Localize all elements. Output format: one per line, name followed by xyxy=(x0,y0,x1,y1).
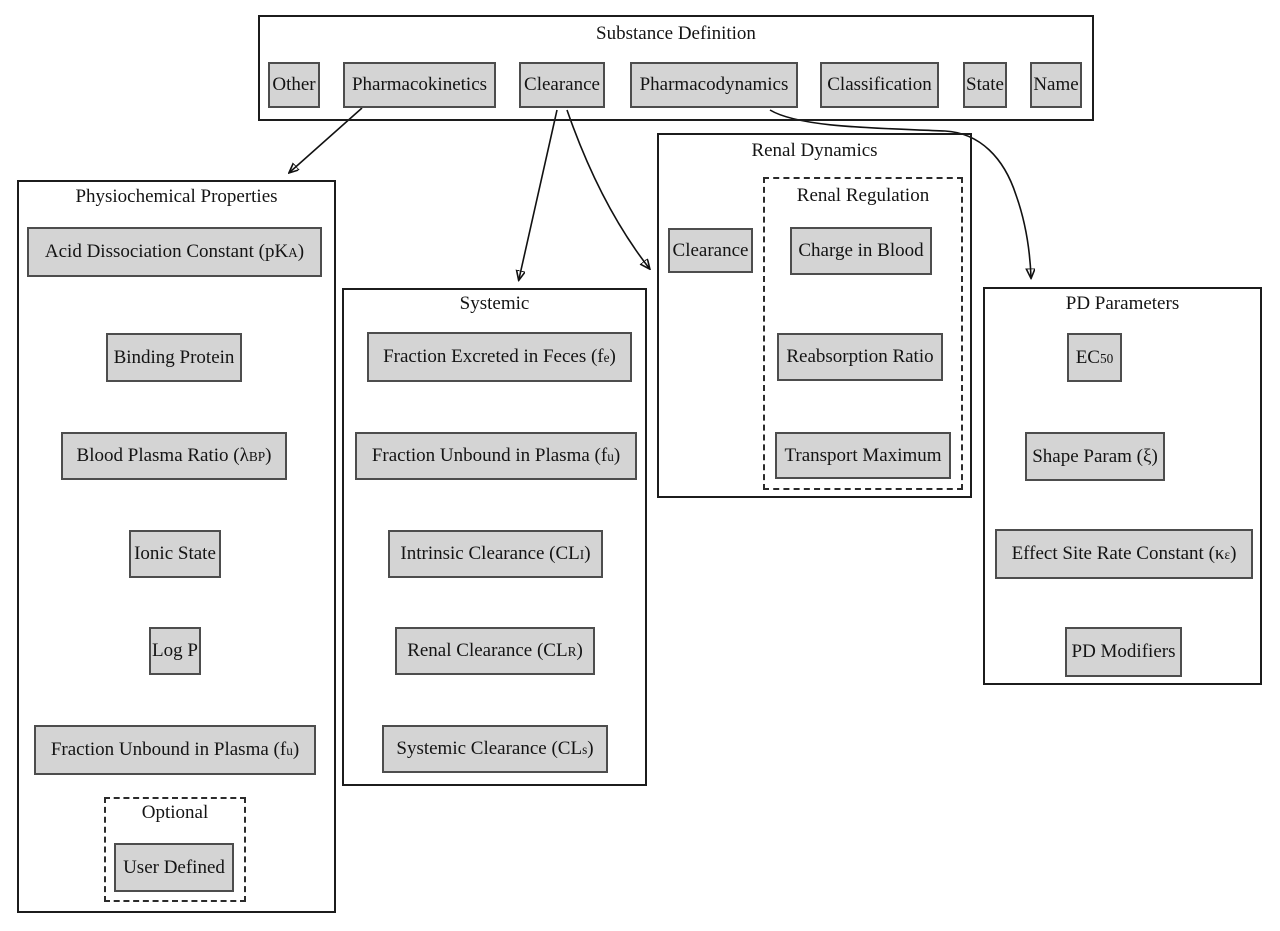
node-clr-label: Renal Clearance (CL xyxy=(407,640,568,662)
group-physiochemical-properties xyxy=(17,180,336,913)
node-pharmacokinetics-label: Pharmacokinetics xyxy=(351,74,488,96)
arrow-clearance-to-systemic xyxy=(519,109,558,279)
group-title-renal-dynamics: Renal Dynamics xyxy=(751,140,878,161)
node-ionic-state-label: Ionic State xyxy=(134,543,216,565)
node-acid-sub: A xyxy=(288,245,298,261)
group-systemic xyxy=(342,288,647,786)
group-title-systemic: Systemic xyxy=(459,293,530,314)
node-cls-label: Systemic Clearance (CL xyxy=(396,738,583,760)
node-acid-label: Acid Dissociation Constant (pK xyxy=(44,241,289,263)
node-binding-protein-label: Binding Protein xyxy=(113,346,235,368)
node-bpr-label: Blood Plasma Ratio (λ xyxy=(76,445,249,467)
group-renal-regulation xyxy=(763,177,963,490)
group-title-substance-definition: Substance Definition xyxy=(596,23,756,44)
group-pd-parameters xyxy=(983,287,1262,685)
group-title-pd-parameters: PD Parameters xyxy=(1065,293,1180,314)
node-cli-post: ) xyxy=(584,543,591,565)
arrow-clearance-to-renal-dynamics xyxy=(566,109,649,268)
node-state: State xyxy=(963,62,1007,108)
node-charge-in-blood-label: Charge in Blood xyxy=(798,240,924,262)
node-charge-in-blood: Charge in Blood xyxy=(790,227,932,275)
node-transport-maximum: Transport Maximum xyxy=(775,432,951,479)
node-fu-systemic-label: Fraction Unbound in Plasma (f xyxy=(371,445,608,467)
node-pharmacodynamics: Pharmacodynamics xyxy=(630,62,798,108)
node-pd-modifiers-label: PD Modifiers xyxy=(1071,641,1176,663)
node-fu-systemic-post: ) xyxy=(613,445,621,467)
node-binding-protein: Binding Protein xyxy=(106,333,242,382)
node-fe-label: Fraction Excreted in Feces (f xyxy=(383,346,604,368)
node-clearance: Clearance xyxy=(519,62,605,108)
node-ionic-state: Ionic State xyxy=(129,530,221,578)
node-user-defined: User Defined xyxy=(114,843,234,892)
node-esrc-post: ) xyxy=(1230,543,1237,565)
node-classification: Classification xyxy=(820,62,939,108)
node-shape-param: Shape Param (ξ) xyxy=(1025,432,1165,481)
node-name-label: Name xyxy=(1033,74,1079,96)
node-pharmacokinetics: Pharmacokinetics xyxy=(343,62,496,108)
node-log-p: Log P xyxy=(149,627,201,675)
group-optional xyxy=(104,797,246,902)
node-fe-sub: e xyxy=(603,350,610,366)
node-cls-sub: s xyxy=(582,742,588,758)
group-title-optional: Optional xyxy=(141,802,209,823)
node-esrc-sub: ε xyxy=(1224,547,1231,563)
node-bpr-sub: BP xyxy=(248,449,266,465)
node-reabsorption-ratio-label: Reabsorption Ratio xyxy=(786,346,934,368)
node-ec50-label: EC xyxy=(1075,346,1100,368)
node-clr-post: ) xyxy=(576,640,583,662)
node-other: Other xyxy=(268,62,320,108)
node-shape-param-label: Shape Param (ξ) xyxy=(1032,445,1158,467)
node-classification-label: Classification xyxy=(827,74,932,96)
node-ec50-sub: 50 xyxy=(1099,350,1114,366)
node-bpr-post: ) xyxy=(265,445,272,467)
node-log-p-label: Log P xyxy=(152,640,198,662)
node-user-defined-label: User Defined xyxy=(123,856,225,878)
node-cls-post: ) xyxy=(587,738,594,760)
node-clearance-label: Clearance xyxy=(524,74,600,96)
node-reabsorption-ratio: Reabsorption Ratio xyxy=(777,333,943,381)
group-renal-dynamics xyxy=(657,133,972,498)
node-fu-systemic-sub: u xyxy=(607,449,614,465)
group-substance-definition xyxy=(258,15,1094,121)
group-title-physiochemical-properties: Physiochemical Properties xyxy=(75,186,278,207)
node-fu-physio-sub: u xyxy=(286,743,293,759)
group-title-renal-regulation: Renal Regulation xyxy=(796,185,930,206)
node-ec50: EC 50 xyxy=(1067,333,1122,382)
node-esrc-label: Effect Site Rate Constant (κ xyxy=(1011,543,1225,565)
node-clr-sub: R xyxy=(567,644,577,660)
node-fe-post: ) xyxy=(609,346,616,368)
node-acid-post: ) xyxy=(297,241,305,263)
node-cli-label: Intrinsic Clearance (CL xyxy=(400,543,580,565)
node-cli-sub: I xyxy=(579,547,585,563)
node-fu-physio-label: Fraction Unbound in Plasma (f xyxy=(50,739,287,761)
node-pharmacodynamics-label: Pharmacodynamics xyxy=(639,74,789,96)
node-pd-modifiers: PD Modifiers xyxy=(1065,627,1182,677)
node-name: Name xyxy=(1030,62,1082,108)
node-state-label: State xyxy=(966,74,1004,96)
node-renal-clearance-input: Clearance xyxy=(668,228,753,273)
node-other-label: Other xyxy=(272,74,316,96)
node-renal-clearance-input-label: Clearance xyxy=(672,239,749,261)
node-fu-physio-post: ) xyxy=(292,739,300,761)
node-transport-maximum-label: Transport Maximum xyxy=(784,444,942,466)
